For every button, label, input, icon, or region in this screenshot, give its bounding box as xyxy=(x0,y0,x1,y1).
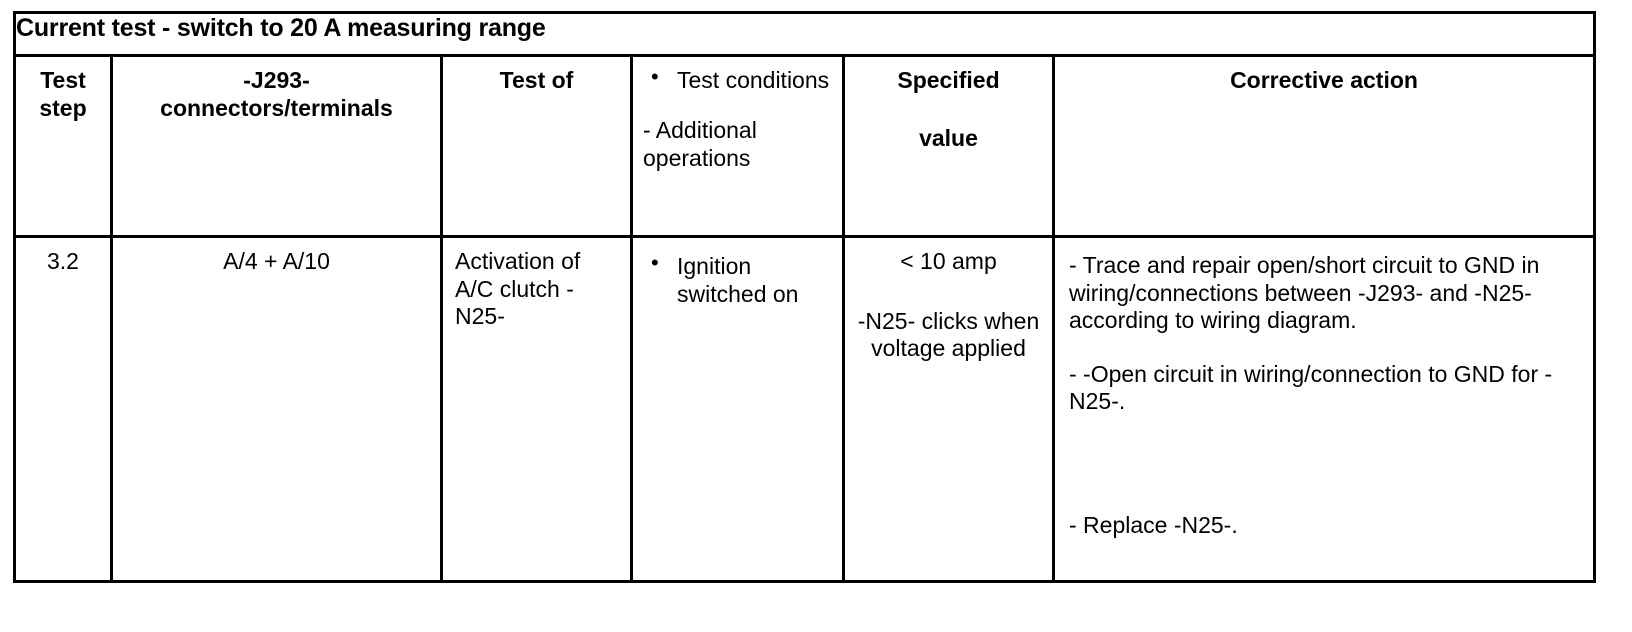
cell-connectors: A/4 + A/10 xyxy=(110,235,443,583)
header-cell-corrective-action: Corrective action xyxy=(1051,54,1597,238)
value-test-step: 3.2 xyxy=(47,248,79,274)
table-row: 3.2 A/4 + A/10 Activation of A/C clutch … xyxy=(13,235,1597,583)
corrective-gap-2 xyxy=(1069,416,1579,512)
table-title-row: Current test - switch to 20 A measuring … xyxy=(12,11,1597,57)
table-title: Current test - switch to 20 A measuring … xyxy=(12,11,1597,57)
table-header-row: Test step -J293- connectors/terminals Te… xyxy=(13,54,1597,238)
cell-test-of: Activation of A/C clutch -N25- xyxy=(440,235,633,583)
header-cell-test-step: Test step xyxy=(13,54,113,238)
header-cell-test-of: Test of xyxy=(440,54,633,238)
value-test-conditions: Ignition switched on xyxy=(643,250,836,308)
header-corrective-action: Corrective action xyxy=(1230,67,1418,93)
header-cell-connectors: -J293- connectors/terminals xyxy=(110,54,443,238)
value-specified-secondary: -N25- clicks when voltage applied xyxy=(857,307,1040,362)
corrective-gap-1 xyxy=(1069,335,1579,361)
header-cell-specified-value: Specified value xyxy=(842,54,1055,238)
header-cell-test-conditions: Test conditions - Additional operations xyxy=(630,54,845,238)
current-test-table: Current test - switch to 20 A measuring … xyxy=(12,11,1597,583)
corrective-action-item-3: - Replace -N25-. xyxy=(1069,511,1238,538)
cell-specified-value: < 10 amp -N25- clicks when voltage appli… xyxy=(842,235,1055,583)
corrective-action-item-2: - -Open circuit in wiring/connection to … xyxy=(1069,360,1553,415)
header-test-step-line2: step xyxy=(39,95,87,122)
header-test-conditions-bullet: Test conditions xyxy=(643,64,836,94)
header-specified-line2: value xyxy=(919,125,978,152)
cell-test-step: 3.2 xyxy=(13,235,113,583)
header-connectors-line1: -J293- xyxy=(243,67,310,93)
header-connectors-line2: connectors/terminals xyxy=(160,95,393,122)
corrective-action-item-1: - Trace and repair open/short circuit to… xyxy=(1069,252,1540,334)
header-specified-line1: Specified xyxy=(897,67,1000,93)
header-test-of: Test of xyxy=(499,67,574,93)
value-connectors: A/4 + A/10 xyxy=(223,248,330,274)
cell-corrective-action: - Trace and repair open/short circuit to… xyxy=(1051,235,1597,583)
header-conditions-spacer xyxy=(643,94,836,116)
cell-test-conditions: Ignition switched on xyxy=(630,235,845,583)
header-test-step-line1: Test xyxy=(40,67,86,93)
specified-value-spacer xyxy=(853,276,1044,308)
header-additional-operations: - Additional operations xyxy=(643,117,757,172)
value-test-of: Activation of A/C clutch -N25- xyxy=(455,248,581,330)
value-specified-primary: < 10 amp xyxy=(900,248,997,274)
